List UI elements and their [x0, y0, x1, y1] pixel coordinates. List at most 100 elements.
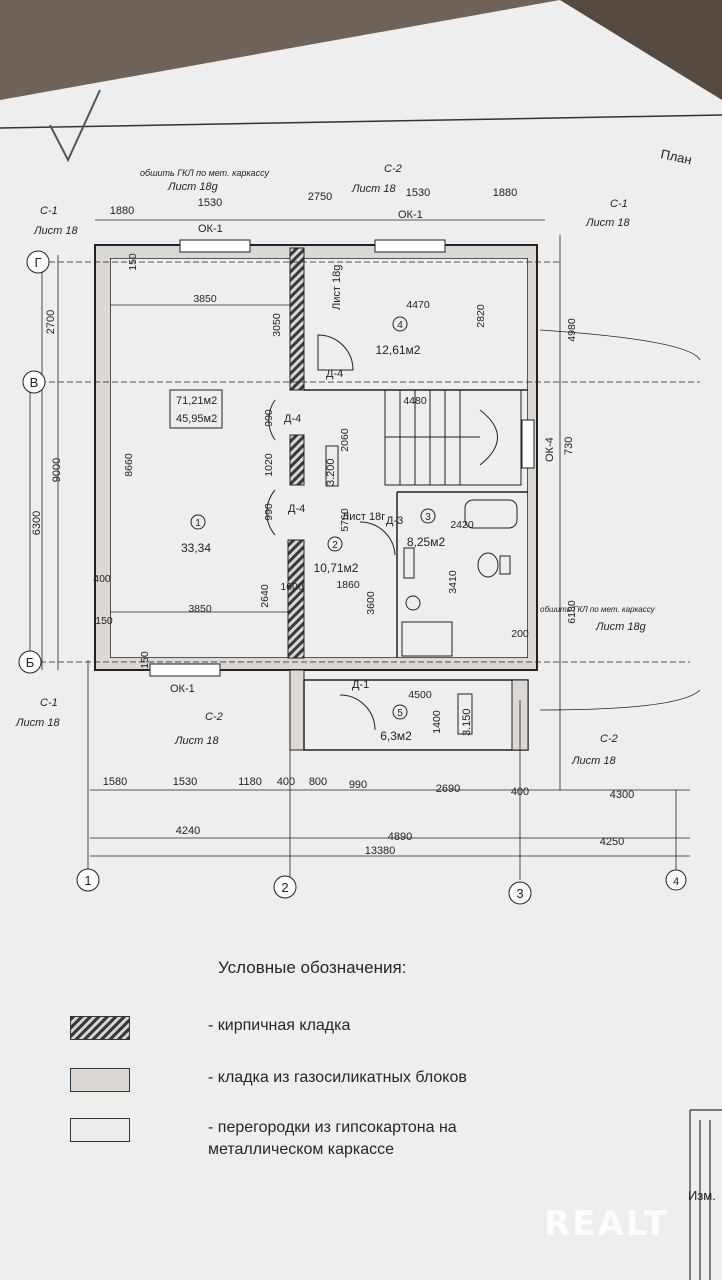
dim-left-2700: 2700	[45, 310, 57, 334]
dim-bottom-400b: 400	[511, 786, 529, 798]
axis-3-bubble	[508, 881, 532, 905]
dim-8660: 8660	[123, 453, 135, 477]
dim-400-left: 400	[93, 573, 111, 585]
note-gkl-top: обшить ГКЛ по мет. каркассу	[140, 168, 269, 178]
door-d4-c-label: Д-4	[288, 503, 305, 515]
legend-item-drywall-label-2: металлическом каркассе	[208, 1141, 395, 1158]
window-ok1-top-right	[374, 239, 446, 253]
dim-3050: 3050	[271, 313, 283, 337]
gas-block-swatch	[70, 1068, 130, 1092]
dim-bottom-990: 990	[349, 779, 367, 791]
dim-bottom-400a: 400	[277, 776, 295, 788]
window-ok4-dim: 730	[563, 437, 575, 455]
axis-1-bubble	[76, 868, 100, 892]
room-3-area: 8,25м2	[407, 535, 446, 549]
dim-top-4: 1530	[406, 187, 430, 199]
dim-1020: 1020	[263, 453, 275, 477]
dim-2640: 2640	[259, 584, 271, 608]
dim-bottom-1180: 1180	[238, 776, 262, 788]
sheet-18g-inner: Лист 18г	[342, 511, 385, 523]
section-c2-bottom-mid-sheet: Лист 18	[174, 735, 219, 747]
section-c2-top-sheet: Лист 18	[351, 183, 396, 195]
room-3-number: 3	[425, 512, 431, 523]
dim-5760: 5760	[339, 508, 351, 532]
corner-label: Изм.	[688, 1188, 716, 1203]
dim-bottom-800: 800	[309, 776, 327, 788]
section-c1-top-right-sheet: Лист 18	[585, 217, 630, 229]
axis-g-label: Г	[34, 255, 41, 270]
dim-bottom-4300: 4300	[610, 789, 634, 801]
axis-v-label: В	[30, 375, 39, 390]
window-ok1-bottom-label: ОК-1	[170, 683, 195, 695]
section-c1-bottom-left-sheet: Лист 18	[15, 717, 60, 729]
dim-bottom-4890: 4890	[388, 831, 412, 843]
dim-1400: 1400	[431, 710, 443, 734]
level-mark-b: 3.150	[461, 708, 473, 736]
drywall-swatch	[70, 1118, 130, 1142]
dim-2820: 2820	[475, 304, 487, 328]
room-2-number: 2	[332, 540, 338, 551]
dim-total: 13380	[365, 845, 396, 857]
dim-3850-top: 3850	[193, 293, 217, 305]
section-c1-bottom-left-code: С-1	[40, 697, 58, 709]
dim-4980: 4980	[566, 318, 578, 342]
section-c2-bottom-right-code: С-2	[600, 733, 618, 745]
room-1-number: 1	[195, 518, 201, 529]
section-c1-top-left-sheet: Лист 18	[33, 225, 78, 237]
dim-left-6300: 6300	[31, 511, 43, 535]
axis-2-bubble	[273, 875, 297, 899]
brick-wall-mid	[289, 434, 305, 486]
paper-fold	[560, 0, 722, 100]
door-arc-d1	[339, 694, 376, 731]
window-ok4	[521, 419, 535, 469]
legend-item-gas-label: - кладка из газосиликатных блоков	[208, 1069, 467, 1086]
dim-left-9000: 9000	[51, 458, 63, 482]
room-4-number: 4	[397, 320, 403, 331]
window-ok4-label: ОК-4	[544, 437, 556, 462]
door-d1-label: Д-1	[352, 679, 369, 691]
window-ok1-bottom	[149, 663, 221, 677]
axis-b-bubble	[18, 650, 42, 674]
dim-990-a: 990	[263, 409, 275, 427]
section-c1-top-right-code: С-1	[610, 198, 628, 210]
room-2-area: 10,71м2	[314, 561, 359, 575]
brick-wall-upper	[289, 247, 305, 391]
staircase	[384, 389, 522, 486]
dim-150-left: 150	[95, 615, 113, 627]
dim-4480: 4480	[403, 395, 427, 407]
window-ok1-top-left	[179, 239, 251, 253]
dim-2060: 2060	[339, 428, 351, 452]
room-4-area: 12,61м2	[376, 343, 421, 357]
door-d3-label: Д-3	[386, 515, 403, 527]
note-sheet-18g-top: Лист 18g	[167, 181, 219, 193]
dim-top-1: 1880	[110, 205, 134, 217]
door-arc-d4-b	[268, 399, 276, 441]
dim-3600: 3600	[365, 591, 377, 615]
dim-3410: 3410	[447, 570, 459, 594]
dim-top-3: 2750	[308, 191, 332, 203]
room-1-area: 33,34	[181, 541, 211, 555]
dim-top-2: 1530	[198, 197, 222, 209]
sheet-title: План	[659, 146, 693, 167]
dim-bottom-2690: 2690	[436, 783, 460, 795]
dim-bottom-1580: 1580	[103, 776, 127, 788]
dim-200: 200	[511, 628, 529, 640]
area-summary-total: 71,21м2	[176, 395, 217, 407]
legend-title: Условные обозначения:	[218, 958, 407, 977]
axis-2-label: 2	[281, 880, 288, 895]
door-arc-d3	[359, 521, 396, 556]
level-mark-a: 3.200	[325, 458, 337, 486]
axis-1-label: 1	[84, 873, 91, 888]
axis-3-label: 3	[516, 886, 523, 901]
section-c2-top-code: С-2	[384, 163, 402, 175]
door-d4-b-label: Д-4	[284, 413, 301, 425]
dim-1860: 1860	[336, 579, 360, 591]
check-mark-icon	[49, 89, 101, 163]
sink	[405, 595, 421, 611]
area-summary-living: 45,95м2	[176, 413, 217, 425]
door-arc-d4-c	[266, 489, 276, 536]
brick-wall-lower	[287, 539, 305, 659]
dim-150-bottom: 150	[139, 651, 151, 669]
axis-g-bubble	[26, 250, 50, 274]
